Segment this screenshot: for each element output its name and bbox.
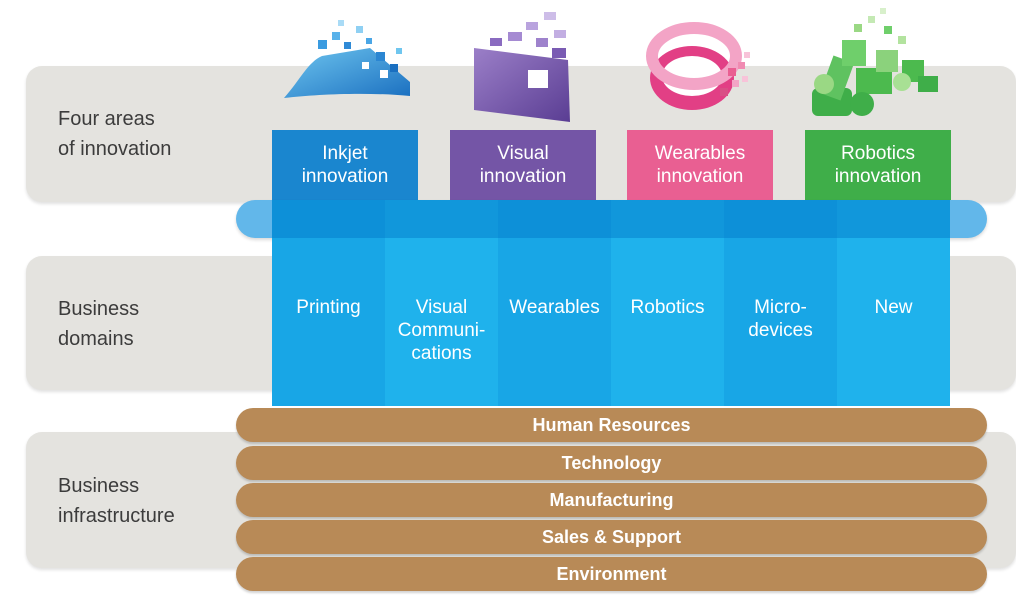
area-visual: Visual innovation xyxy=(450,130,596,200)
area-wearables: Wearables innovation xyxy=(627,130,773,200)
infra-manufacturing: Manufacturing xyxy=(236,483,987,517)
domain-microdevices: Micro- devices xyxy=(724,200,837,406)
infra-technology: Technology xyxy=(236,446,987,480)
row-label-domains: Business domains xyxy=(58,298,140,350)
domain-new: New xyxy=(837,200,950,406)
domain-robotics: Robotics xyxy=(611,200,724,406)
wearables-ring-icon xyxy=(646,22,750,110)
visual-pixel-icon xyxy=(474,12,570,122)
area-inkjet: Inkjet innovation xyxy=(272,130,418,200)
row-label-areas: Four areas of innovation xyxy=(58,108,172,160)
domain-visual-communications: Visual Communi- cations xyxy=(385,200,498,406)
domain-printing: Printing xyxy=(272,200,385,406)
infra-sales-support: Sales & Support xyxy=(236,520,987,554)
row-label-infrastructure: Business infrastructure xyxy=(58,475,175,527)
infra-human-resources: Human Resources xyxy=(236,408,987,442)
domain-wearables: Wearables xyxy=(498,200,611,406)
infra-environment: Environment xyxy=(236,557,987,591)
area-robotics: Robotics innovation xyxy=(805,130,951,200)
robotics-arm-icon xyxy=(812,8,938,116)
inkjet-pixel-icon xyxy=(284,20,410,98)
